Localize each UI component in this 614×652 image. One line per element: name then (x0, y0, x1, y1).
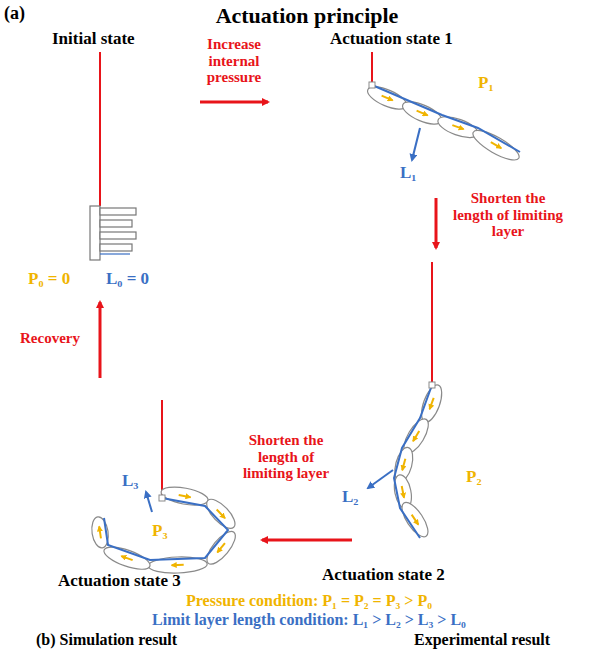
figure-title: Actuation principle (0, 4, 614, 28)
process-arrow (99, 302, 102, 378)
pressure-symbol: P₀ = 0 (28, 270, 70, 289)
condition-note: Limit layer length condition: L₁ > L₂ > … (2, 611, 614, 629)
pressure-arrow (121, 556, 132, 560)
finger-joint (369, 82, 375, 88)
pressure-arrow (417, 111, 428, 116)
length-symbol: L₀ = 0 (106, 270, 149, 289)
panel-caption: (b) Simulation result (36, 631, 177, 649)
red-rod (161, 400, 163, 498)
air-chamber (469, 125, 522, 165)
pressure-arrow (217, 543, 225, 552)
soft-finger-group (90, 82, 523, 574)
pressure-arrow (172, 564, 184, 566)
state-heading: Actuation state 3 (58, 572, 181, 591)
length-symbol: L₃ (122, 472, 138, 491)
process-note: Shorten the length of limiting layer (452, 190, 564, 240)
length-arrow (146, 492, 152, 512)
process-arrow (200, 101, 268, 104)
pressure-arrow (402, 459, 405, 471)
gripper-comb (90, 206, 136, 260)
finger-joint (159, 495, 165, 501)
panel-letter: (a) (4, 4, 25, 24)
length-arrow (368, 470, 393, 488)
state-heading: Actuation state 1 (330, 30, 453, 49)
red-rod (431, 262, 433, 385)
process-note: Shorten the length of limiting layer (238, 432, 334, 482)
pressure-arrow (382, 96, 393, 101)
pressure-arrow (402, 486, 404, 498)
pressure-arrow (491, 142, 501, 148)
air-chamber (397, 499, 433, 541)
finger-joint (429, 382, 435, 388)
red-rod (371, 52, 373, 85)
limiting-layer (394, 385, 432, 538)
process-arrow (435, 198, 438, 248)
pressure-arrow (452, 125, 463, 129)
pressure-arrow (412, 515, 419, 525)
panel-caption: Experimental result (414, 631, 550, 649)
length-arrow (412, 128, 420, 160)
process-note: Recovery (20, 330, 80, 347)
pressure-symbol: P₂ (466, 468, 481, 487)
state-heading: Actuation state 2 (322, 566, 445, 585)
pressure-arrow (99, 526, 101, 538)
limiting-layer (104, 498, 228, 560)
pressure-symbol: P₁ (478, 74, 493, 93)
process-arrow (262, 539, 352, 542)
air-chamber (202, 495, 239, 533)
pressure-symbol: P₃ (152, 522, 167, 541)
condition-note: Pressure condition: P₁ = P₂ = P₃ > P₀ (2, 592, 614, 610)
state-heading: Initial state (52, 30, 135, 49)
process-note: Increase internal pressure (188, 36, 280, 86)
length-symbol: L₂ (342, 488, 358, 507)
pressure-arrow (430, 398, 434, 409)
pressure-arrow (217, 510, 225, 519)
pressure-arrow (413, 431, 419, 441)
air-chamber (202, 527, 240, 568)
red-rod (99, 52, 101, 206)
length-symbol: L₁ (400, 164, 416, 183)
pressure-arrow (179, 495, 191, 497)
limiting-layer (372, 85, 520, 152)
